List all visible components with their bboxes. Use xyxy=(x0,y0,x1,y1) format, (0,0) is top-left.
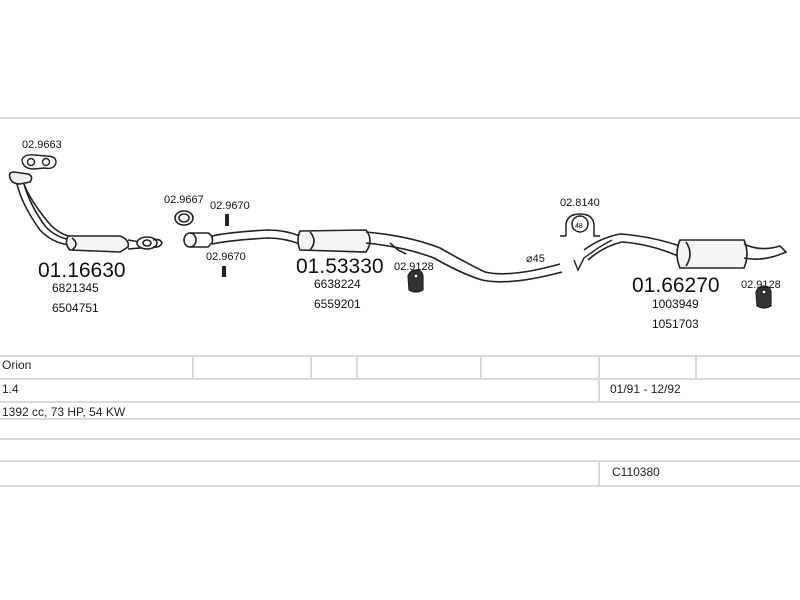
front-pipe-ref-1: 6821345 xyxy=(52,281,99,295)
middle-silencer-ref-2: 6559201 xyxy=(314,297,361,311)
ring-seal-number: 02.9667 xyxy=(164,194,204,206)
table-line xyxy=(0,418,800,420)
table-divider xyxy=(192,356,194,378)
engine-size: 1.4 xyxy=(2,382,19,396)
bolt-lower-drawing xyxy=(222,266,226,277)
clamp-size-label: 48 xyxy=(575,223,583,230)
front-pipe-drawing xyxy=(8,171,163,253)
top-border-line xyxy=(0,117,800,119)
table-divider xyxy=(695,356,697,378)
gasket-front-number: 02.9663 xyxy=(22,139,62,151)
table-line xyxy=(0,355,800,357)
rubber-mount-rear-number: 02.9128 xyxy=(741,279,781,291)
table-line xyxy=(0,460,800,462)
table-divider xyxy=(598,379,600,401)
middle-silencer-ref-1: 6638224 xyxy=(314,277,361,291)
rear-silencer-ref-1: 1003949 xyxy=(652,297,699,311)
clamp-drawing xyxy=(560,213,600,237)
production-years: 01/91 - 12/92 xyxy=(610,382,681,396)
clamp-number: 02.8140 xyxy=(560,197,600,209)
exhaust-system-diagram: 02.9663 01.16630 6821345 6504751 02.9667… xyxy=(8,139,788,331)
rear-silencer-number: 01.66270 xyxy=(632,274,720,297)
middle-silencer-drawing xyxy=(183,229,563,283)
middle-silencer-number: 01.53330 xyxy=(296,255,384,278)
table-divider xyxy=(356,356,358,378)
table-divider xyxy=(598,356,600,378)
rear-silencer-ref-2: 1051703 xyxy=(652,317,699,331)
ring-seal-drawing xyxy=(174,210,194,226)
bolt-upper-number: 02.9670 xyxy=(210,200,250,212)
engine-spec: 1392 cc, 73 HP, 54 KW xyxy=(2,405,126,419)
front-pipe-number: 01.16630 xyxy=(38,259,126,282)
front-pipe-ref-2: 6504751 xyxy=(52,301,99,315)
table-line xyxy=(0,438,800,440)
table-line xyxy=(0,378,800,380)
bolt-upper-drawing xyxy=(225,214,229,226)
gasket-front-drawing xyxy=(21,154,57,170)
table-line xyxy=(0,485,800,487)
pipe-diameter-label: ⌀45 xyxy=(526,253,545,265)
catalog-code: C110380 xyxy=(612,465,660,479)
table-divider xyxy=(598,461,600,485)
table-divider xyxy=(310,356,312,378)
table-line xyxy=(0,401,800,403)
model-name: Orion xyxy=(2,358,32,372)
rubber-mount-mid-number: 02.9128 xyxy=(394,261,434,273)
rear-silencer-drawing xyxy=(583,233,788,269)
pipe-diameter-marker xyxy=(573,239,613,272)
table-divider xyxy=(480,356,482,378)
rubber-mount-mid-drawing xyxy=(407,269,424,293)
bolt-lower-number: 02.9670 xyxy=(206,251,246,263)
rubber-mount-rear-drawing xyxy=(755,285,772,309)
